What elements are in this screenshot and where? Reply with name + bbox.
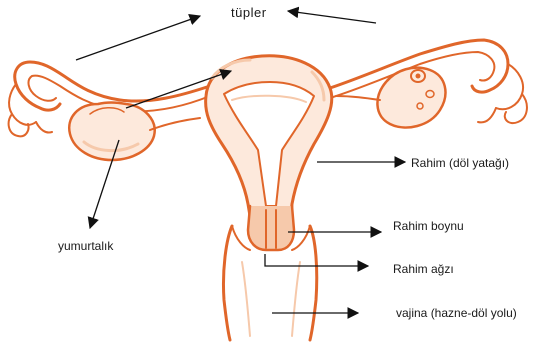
label-cervix-opening: Rahim ağzı [393, 263, 454, 275]
cervix [248, 206, 294, 250]
label-uterus: Rahim (döl yatağı) [411, 157, 509, 169]
reproductive-organ-illustration [9, 40, 527, 340]
uterus [206, 56, 332, 228]
label-ovary: yumurtalık [58, 240, 113, 252]
right-ovary [336, 68, 445, 128]
arrow-tubes-right [288, 11, 376, 23]
left-ovary [69, 103, 200, 161]
label-vagina: vajina (hazne-döl yolu) [396, 307, 517, 319]
label-tubes: tüpler [231, 6, 267, 19]
label-cervix: Rahim boynu [393, 220, 464, 232]
arrow-tubes-left [76, 16, 200, 60]
